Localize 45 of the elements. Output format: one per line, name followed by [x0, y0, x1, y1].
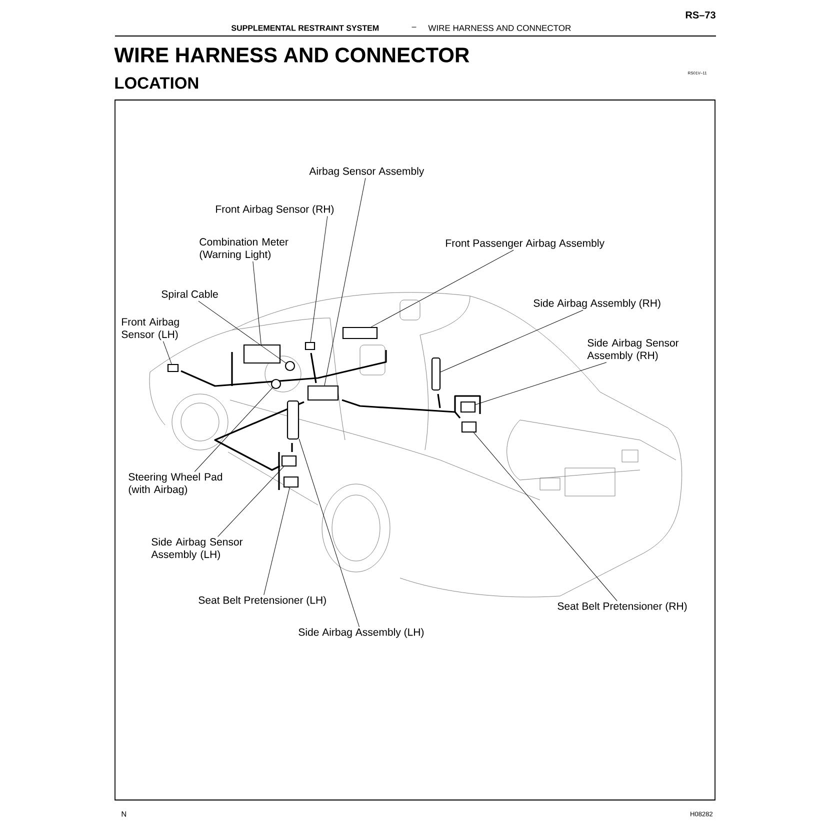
leader-line	[310, 216, 328, 342]
part-label: Front Airbag Sensor (LH)	[122, 318, 179, 340]
part-label: Airbag Sensor Assembly	[309, 167, 424, 177]
part-label: Front Airbag Sensor (RH)	[216, 205, 334, 215]
leader-line	[370, 250, 514, 328]
sensor-assembly	[307, 385, 339, 401]
part-label: Spiral Cable	[162, 290, 218, 300]
part-label: Side Airbag Assembly (RH)	[534, 299, 660, 309]
leader-line	[440, 310, 584, 372]
part-label: Side Airbag Assembly (LH)	[298, 628, 424, 638]
leader-line	[162, 341, 172, 364]
sensor-box	[304, 342, 316, 350]
airbag-module	[342, 326, 378, 340]
steering-wheel-pad	[270, 378, 282, 390]
page-title: WIRE HARNESS AND CONNECTOR	[114, 48, 470, 62]
pretensioner-box	[283, 476, 299, 488]
section-heading: LOCATION	[115, 77, 198, 89]
leader-line	[264, 487, 290, 596]
header-separator: –	[412, 26, 416, 28]
leader-line	[198, 300, 286, 364]
leader-line	[252, 261, 262, 345]
leader-line	[194, 387, 273, 472]
part-label: Steering Wheel Pad (with Airbag)	[128, 472, 222, 496]
part-label: Side Airbag Sensor Assembly (RH)	[587, 338, 679, 362]
part-label: Combination Meter (Warning Light)	[200, 238, 288, 260]
leader-line	[298, 438, 360, 628]
leader-line	[218, 466, 284, 537]
side-airbag	[431, 357, 441, 391]
leader-line	[324, 178, 366, 386]
sensor-box	[460, 401, 476, 413]
page-number: RS–73	[686, 11, 716, 19]
part-label: Side Airbag Sensor Assembly (LH)	[151, 538, 243, 560]
sensor-box	[281, 455, 297, 467]
part-label: Front Passenger Airbag Assembly	[446, 239, 604, 249]
spiral-cable	[284, 360, 296, 372]
pretensioner-box	[461, 421, 477, 433]
header-title: WIRE HARNESS AND CONNECTOR	[428, 25, 571, 31]
section-header: SUPPLEMENTAL RESTRAINT SYSTEM	[231, 25, 379, 31]
leader-line	[475, 362, 607, 405]
part-label: Seat Belt Pretensioner (LH)	[198, 596, 326, 606]
leader-line	[473, 432, 618, 602]
combination-meter	[243, 344, 281, 364]
side-airbag	[286, 400, 300, 440]
sensor-box	[167, 364, 179, 372]
part-label: Seat Belt Pretensioner (RH)	[558, 602, 687, 612]
